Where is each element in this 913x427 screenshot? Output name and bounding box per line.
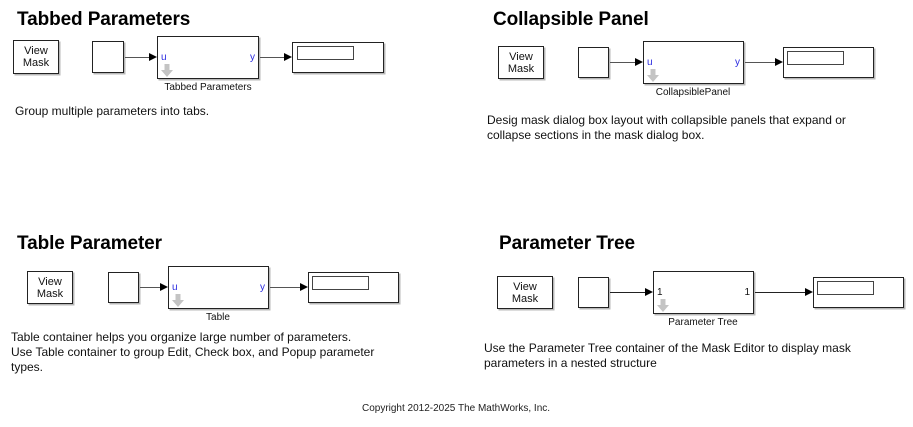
signal-arrow-icon — [284, 53, 292, 61]
display-value-field — [817, 281, 874, 295]
source-block[interactable] — [578, 277, 609, 308]
section-title: Table Parameter — [17, 233, 162, 254]
description-line: Desig mask dialog box layout with collap… — [487, 113, 846, 127]
view-mask-label-line2: Mask — [22, 57, 50, 69]
description-line: Group multiple parameters into tabs. — [15, 104, 210, 118]
subsystem-block[interactable]: u y — [168, 266, 269, 309]
section-title: Collapsible Panel — [493, 9, 649, 30]
output-port-label: y — [250, 52, 255, 63]
description-line: Table container helps you organize large… — [11, 330, 352, 344]
mask-arrow-icon — [647, 69, 659, 82]
display-block[interactable] — [783, 47, 874, 78]
output-port-label: y — [260, 282, 265, 293]
display-block[interactable] — [292, 42, 384, 73]
input-port-label: u — [172, 282, 178, 293]
input-port-label: 1 — [657, 287, 663, 298]
description-line: collapse sections in the mask dialog box… — [487, 128, 705, 142]
output-port-label: 1 — [744, 287, 750, 298]
subsystem-block[interactable]: u y — [643, 41, 744, 84]
section-title: Tabbed Parameters — [17, 9, 191, 30]
signal-arrow-icon — [805, 288, 813, 296]
display-block[interactable] — [308, 272, 399, 303]
signal-line[interactable] — [125, 57, 150, 58]
signal-line[interactable] — [140, 287, 161, 288]
view-mask-label-line1: View — [38, 275, 62, 288]
signal-arrow-icon — [645, 288, 653, 296]
section-title: Parameter Tree — [499, 233, 635, 254]
output-port-label: y — [735, 57, 740, 68]
source-block[interactable] — [578, 47, 609, 78]
signal-line[interactable] — [610, 292, 646, 293]
display-block[interactable] — [813, 277, 904, 308]
section-description: Group multiple parameters into tabs. — [15, 104, 209, 119]
section-description: Table container helps you organize large… — [11, 330, 374, 375]
source-block[interactable] — [92, 41, 124, 73]
input-port-label: u — [161, 52, 167, 63]
display-value-field — [312, 276, 369, 290]
signal-arrow-icon — [775, 58, 783, 66]
signal-arrow-icon — [160, 283, 168, 291]
copyright-notice: Copyright 2012-2025 The MathWorks, Inc. — [361, 403, 551, 414]
view-mask-label-line2: Mask — [507, 62, 535, 75]
signal-line[interactable] — [260, 57, 285, 58]
mask-arrow-icon — [657, 299, 669, 312]
signal-line[interactable] — [745, 62, 775, 63]
description-line: parameters in a nested structure — [484, 356, 657, 370]
input-port-label: u — [647, 57, 653, 68]
signal-arrow-icon — [149, 53, 157, 61]
signal-line[interactable] — [610, 62, 636, 63]
block-label: Table — [206, 312, 230, 323]
display-value-field — [787, 51, 844, 65]
description-line: Use Table container to group Edit, Check… — [11, 345, 375, 359]
block-label: Tabbed Parameters — [164, 82, 252, 93]
display-value-field — [297, 46, 354, 60]
mask-arrow-icon — [172, 294, 184, 307]
section-description: Use the Parameter Tree container of the … — [484, 341, 851, 371]
view-mask-label-line1: View — [513, 280, 537, 293]
block-label: Parameter Tree — [668, 317, 738, 328]
signal-arrow-icon — [635, 58, 643, 66]
subsystem-block[interactable]: 1 1 — [653, 271, 754, 314]
mask-arrow-icon — [161, 64, 173, 77]
signal-arrow-icon — [300, 283, 308, 291]
view-mask-label-line1: View — [509, 50, 533, 63]
view-mask-label-line2: Mask — [36, 287, 64, 300]
view-mask-label-line2: Mask — [511, 292, 539, 305]
description-line: Use the Parameter Tree container of the … — [484, 341, 851, 355]
source-block[interactable] — [108, 272, 139, 303]
block-label: CollapsiblePanel — [655, 87, 731, 98]
section-description: Desig mask dialog box layout with collap… — [487, 113, 846, 143]
signal-line[interactable] — [755, 292, 805, 293]
description-line: types. — [11, 360, 44, 374]
subsystem-block[interactable]: u y — [157, 36, 259, 79]
view-mask-label-line1: View — [24, 45, 48, 57]
signal-line[interactable] — [270, 287, 300, 288]
